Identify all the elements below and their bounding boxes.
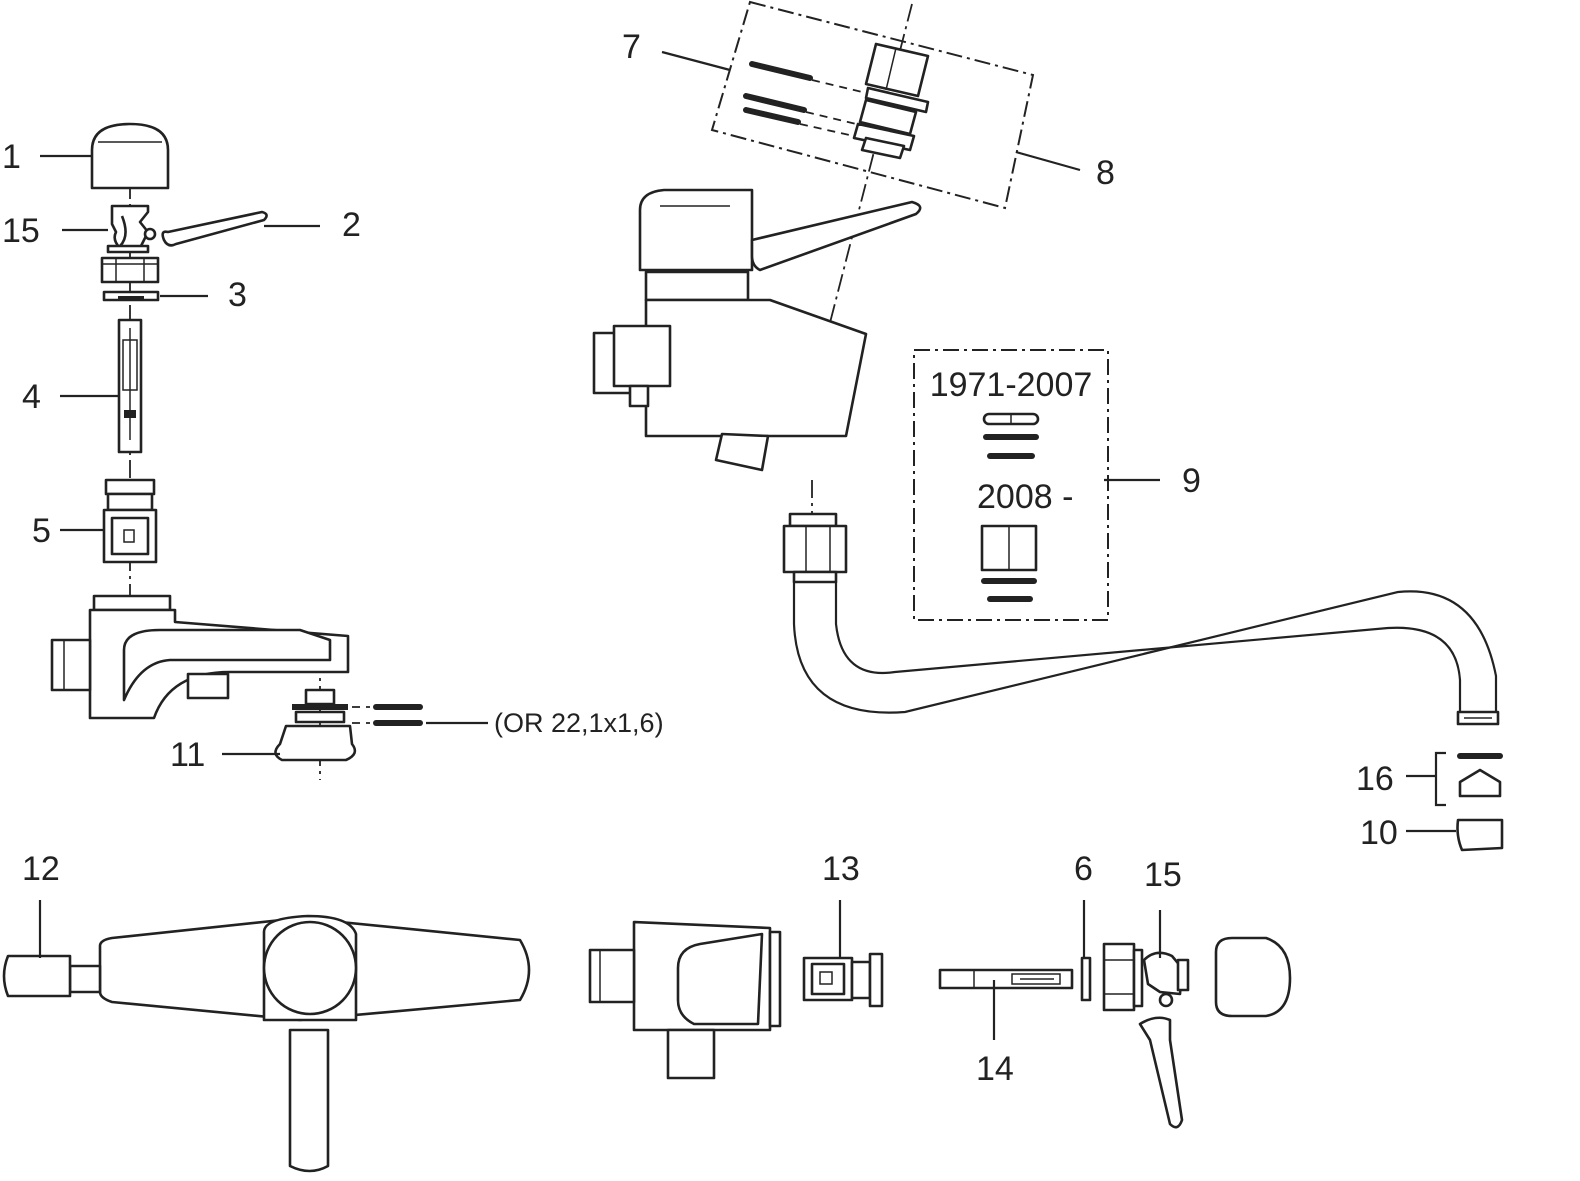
variant-period-new: 2008 - [977,478,1073,516]
part-11-diverter [274,688,357,762]
callout-6: 6 [1074,850,1093,888]
o-rings-right-of-11 [352,704,423,726]
part-12-handle [2,914,531,1173]
part-15-lever-carrier-bottom [1138,951,1190,1129]
part-4-spindle [117,318,143,454]
main-assembly-axis [823,3,913,347]
part-3-nut-washer [100,256,160,302]
callout-15-top: 15 [2,212,40,250]
assembled-mixer-body [592,188,922,472]
left-mixer-body [50,594,350,720]
callout-7: 7 [622,28,641,66]
callout-9: 9 [1182,462,1201,500]
oring-spec-note: (OR 22,1x1,6) [494,708,664,738]
part-13-cartridge [802,952,884,1008]
bottom-cap [1214,936,1292,1018]
part-14-spindle [938,968,1074,990]
part-16-aerator [1434,751,1503,807]
callout-3: 3 [228,276,247,314]
part-15-lever-carrier [106,204,157,254]
variant-period-old: 1971-2007 [930,366,1093,404]
callout-1: 1 [2,138,21,176]
part-7-o-rings [743,61,863,137]
callout-11: 11 [170,736,205,774]
callout-13: 13 [822,850,860,888]
callout-labels: 1 15 2 3 4 5 11 (OR 22,1x1,6) 7 8 9 16 1… [2,28,1398,1088]
bottom-nut [1102,942,1144,1012]
callout-4: 4 [22,378,41,416]
leader-lines [38,50,1456,1040]
callout-12: 12 [22,850,60,888]
callout-16: 16 [1356,760,1394,798]
callout-10: 10 [1360,814,1398,852]
part-6-washer [1080,956,1092,1002]
callout-14: 14 [976,1050,1014,1088]
part-1-cap [90,122,170,190]
callout-2: 2 [342,206,361,244]
inset-box-parts-7-8 [710,0,1035,210]
part-5-cartridge [102,478,158,564]
part-10-aerator-housing [1456,818,1504,852]
bottom-mixer-body [588,920,782,1080]
swivel-spout [782,480,1500,726]
callout-8: 8 [1096,154,1115,192]
callout-5: 5 [32,512,51,550]
callout-15-bottom: 15 [1144,856,1182,894]
part-2-lever [161,210,268,247]
part-8-valve-insert [852,42,930,160]
part-9-variants-box: 1971-2007 2008 - [913,349,1109,621]
